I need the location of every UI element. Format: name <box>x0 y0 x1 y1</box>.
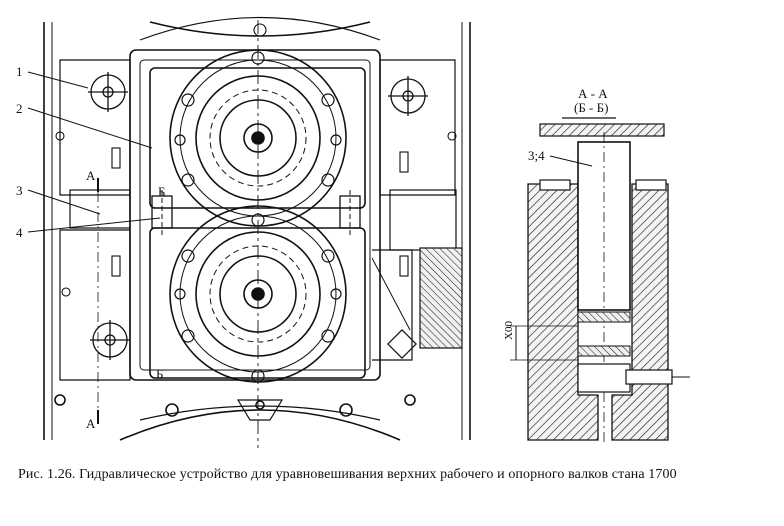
caption-text: Гидравлическое устройство для уравновеши… <box>79 467 677 482</box>
section-part-label: 3;4 <box>528 148 545 163</box>
figure-caption: Рис. 1.26. Гидравлическое устройство для… <box>18 466 758 483</box>
dimension-label: Х00 <box>503 321 515 340</box>
section-mark-b-bottom: Б <box>156 366 163 381</box>
technical-drawing: 1 2 3 4 А А Б Б А - А (Б - Б) 3;4 Х0 <box>16 16 690 448</box>
section-mark-b-top: Б <box>158 184 165 199</box>
section-subtitle: (Б - Б) <box>574 100 608 115</box>
caption-number: Рис. 1.26. <box>18 467 76 482</box>
section-mark-a-bottom: А <box>86 416 96 431</box>
callout-1: 1 <box>16 64 23 79</box>
callout-3: 3 <box>16 183 23 198</box>
callout-2: 2 <box>16 101 23 116</box>
callout-leaders <box>27 71 161 233</box>
section-view-a-a <box>510 117 690 444</box>
callout-4: 4 <box>16 225 23 240</box>
stand-main-view <box>43 16 471 448</box>
section-title: А - А <box>578 86 608 101</box>
section-mark-a-top: А <box>86 168 96 183</box>
